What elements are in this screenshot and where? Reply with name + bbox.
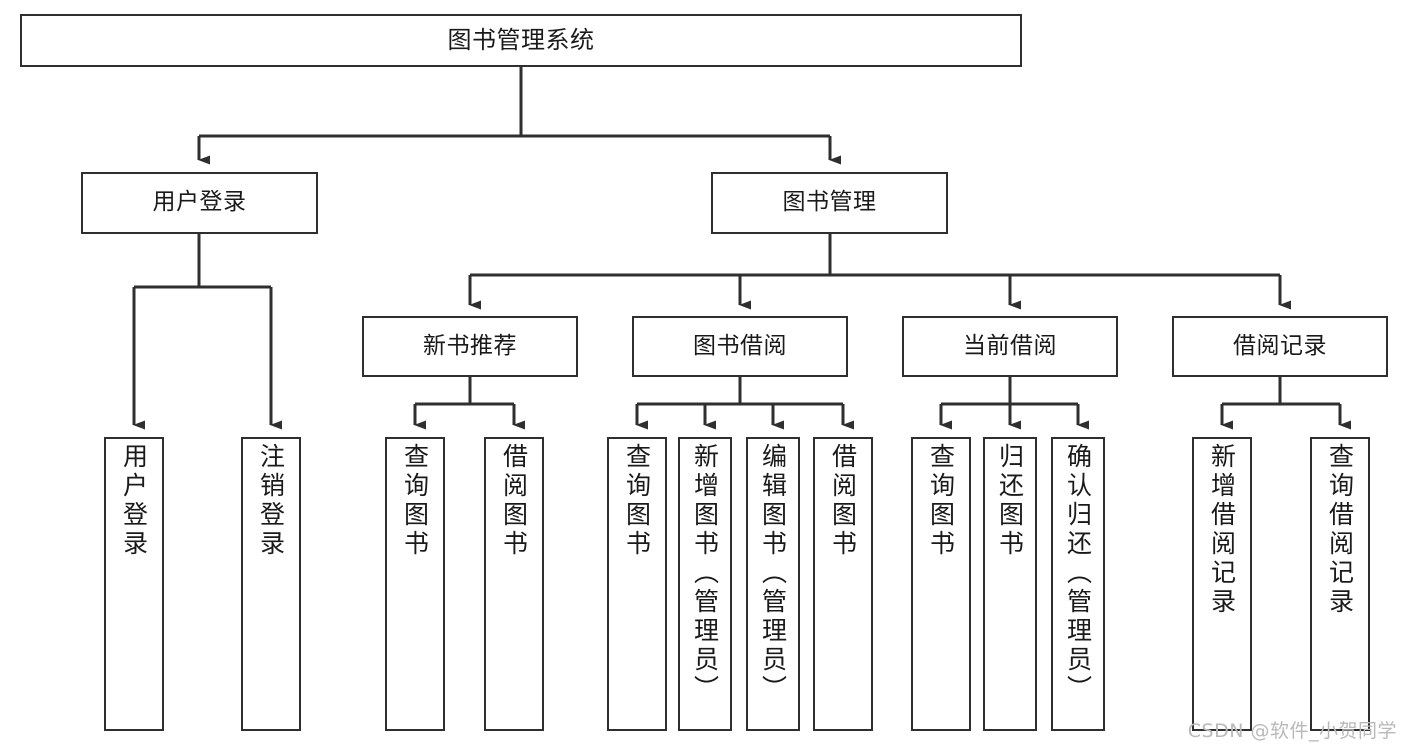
leaf-add-book-admin[interactable]: 新增图书（管理员）	[678, 437, 732, 731]
node-label: 确认归还（管理员）	[1063, 443, 1093, 704]
leaf-borrow-book-recommend[interactable]: 借阅图书	[484, 437, 544, 731]
node-label: 查询借阅记录	[1325, 443, 1355, 617]
leaf-query-borrow-record[interactable]: 查询借阅记录	[1310, 437, 1370, 731]
node-label: 查询图书	[400, 443, 430, 559]
node-current-borrow[interactable]: 当前借阅	[902, 316, 1118, 377]
leaf-edit-book-admin[interactable]: 编辑图书（管理员）	[746, 437, 800, 731]
node-label: 图书借阅	[693, 332, 787, 359]
node-label: 查询图书	[926, 443, 956, 559]
leaf-query-book-current[interactable]: 查询图书	[911, 437, 971, 731]
node-label: 用户登录	[152, 189, 247, 216]
node-book-borrow[interactable]: 图书借阅	[632, 316, 848, 377]
node-label: 编辑图书（管理员）	[758, 443, 788, 704]
leaf-confirm-return-admin[interactable]: 确认归还（管理员）	[1051, 437, 1105, 731]
node-root-book-management-system[interactable]: 图书管理系统	[20, 14, 1022, 67]
node-label: 归还图书	[995, 443, 1025, 559]
leaf-query-book-borrow[interactable]: 查询图书	[607, 437, 667, 731]
node-user-login[interactable]: 用户登录	[81, 172, 318, 234]
node-label: 借阅记录	[1233, 332, 1327, 359]
leaf-return-book[interactable]: 归还图书	[983, 437, 1037, 731]
node-label: 新增图书（管理员）	[690, 443, 720, 704]
node-new-book-recommend[interactable]: 新书推荐	[362, 316, 578, 377]
leaf-borrow-book[interactable]: 借阅图书	[813, 437, 873, 731]
node-label: 借阅图书	[499, 443, 529, 559]
node-book-management[interactable]: 图书管理	[711, 172, 948, 234]
node-label: 借阅图书	[828, 443, 858, 559]
node-label: 新书推荐	[423, 332, 517, 359]
node-label: 图书管理	[782, 189, 877, 216]
node-borrow-record[interactable]: 借阅记录	[1172, 316, 1388, 377]
node-label: 查询图书	[622, 443, 652, 559]
leaf-logout[interactable]: 注销登录	[241, 437, 301, 731]
node-label: 注销登录	[256, 443, 286, 559]
node-label: 当前借阅	[963, 332, 1057, 359]
node-label: 图书管理系统	[447, 26, 595, 55]
node-label: 新增借阅记录	[1207, 443, 1237, 617]
leaf-user-login[interactable]: 用户登录	[104, 437, 164, 731]
node-label: 用户登录	[119, 443, 149, 559]
leaf-query-book-recommend[interactable]: 查询图书	[385, 437, 445, 731]
watermark: CSDN @软件_小贺同学	[1187, 720, 1397, 742]
leaf-add-borrow-record[interactable]: 新增借阅记录	[1192, 437, 1252, 731]
